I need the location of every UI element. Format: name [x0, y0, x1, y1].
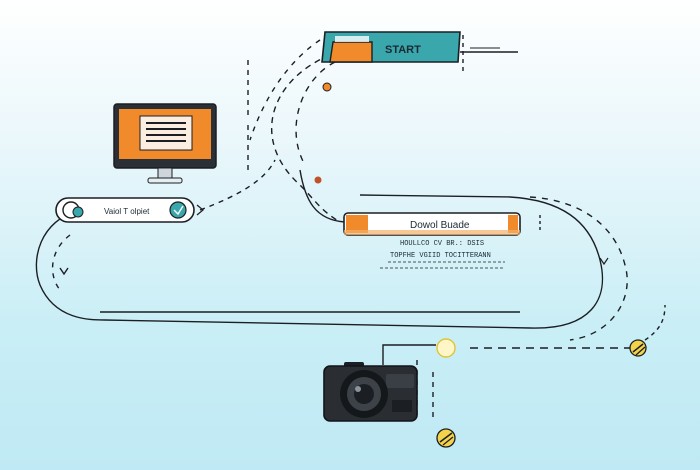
arrow-icon [599, 257, 609, 266]
status-dot [169, 201, 187, 219]
start-bar[interactable]: START [321, 31, 518, 63]
source-pill-label: Vaiol T olpiet [104, 207, 150, 216]
arrow-icon [196, 204, 204, 216]
arrow-marker [314, 176, 322, 184]
node-dot [629, 339, 647, 357]
computer-monitor-icon [113, 103, 217, 184]
source-pill[interactable]: Vaiol T olpiet [55, 197, 195, 223]
camera-icon [323, 362, 418, 422]
caption-line-2: TOPFHE VGIID TOCITTERANN [390, 252, 491, 260]
node-dot [436, 428, 456, 448]
download-bar[interactable]: Dowol Buade [343, 212, 521, 236]
caption: HOULLCO CV BR.: DSIS TOPFHE VGIID TOCITT… [380, 240, 505, 269]
arrow-icon [59, 267, 69, 276]
caption-line-1: HOULLCO CV BR.: DSIS [400, 240, 484, 248]
arrow-marker [322, 82, 332, 92]
start-bar-label: START [385, 44, 421, 56]
node-dot [436, 338, 456, 358]
download-bar-label: Dowol Buade [410, 220, 470, 231]
